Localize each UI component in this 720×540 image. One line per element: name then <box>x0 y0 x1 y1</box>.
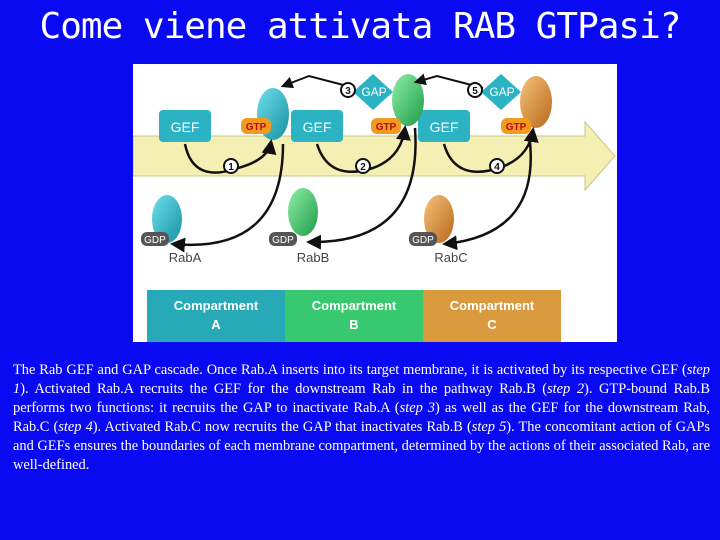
caption-text-3: ). GTP-bound Rab.B performs two function… <box>13 381 710 416</box>
compartment-b-label1: Compartment <box>312 298 397 313</box>
compartment-c-label2: C <box>487 317 497 332</box>
rab-c-inactive <box>424 195 454 243</box>
gtp-a-label: GTP <box>246 122 267 133</box>
step-5-number: 5 <box>472 86 478 97</box>
caption-text-6: ). The concomitant action of GAPs and GE… <box>13 419 710 473</box>
recruit-gef-b <box>170 143 285 253</box>
slide-title: Come viene attivata RAB GTPasi? <box>39 6 682 47</box>
gtp-b-label: GTP <box>376 122 397 133</box>
step-4-number: 4 <box>494 162 500 173</box>
gtp-b-badge <box>371 118 401 134</box>
caption-step-4: step 4 <box>58 419 93 435</box>
compartment-c <box>423 290 561 342</box>
caption-text-2: ). Activated Rab.A recruits the GEF for … <box>20 381 548 397</box>
gap-1-diamond <box>353 74 393 110</box>
step-1-marker: 1 <box>223 158 239 174</box>
caption-step-5: step 5 <box>471 419 507 435</box>
gef-c-label: GEF <box>430 119 459 135</box>
gtp-c-label: GTP <box>506 122 527 133</box>
step-5-marker: 5 <box>467 82 483 98</box>
step-3-number: 3 <box>345 86 351 97</box>
caption-text-5: ). Activated Rab.C now recruits the GAP … <box>92 419 472 435</box>
step-2-number: 2 <box>360 162 366 173</box>
compartment-a-label1: Compartment <box>174 298 259 313</box>
gdp-c-badge <box>409 232 437 246</box>
gdp-a-label: GDP <box>144 235 166 246</box>
step-2-marker: 2 <box>355 158 371 174</box>
rab-a-inactive <box>152 195 182 243</box>
figure-caption: The Rab GEF and GAP cascade. Once Rab.A … <box>13 361 710 475</box>
compartment-b <box>285 290 423 342</box>
gap-2-label: GAP <box>489 85 514 99</box>
rab-b-active <box>392 74 424 126</box>
rab-a-name: RabA <box>169 250 202 265</box>
gef-c-box <box>418 110 470 142</box>
step-3-arrow <box>280 74 356 89</box>
caption-step-3: step 3 <box>399 400 435 416</box>
gdp-a-badge <box>141 232 169 246</box>
gdp-b-label: GDP <box>272 235 294 246</box>
cascade-diagram: Compartment A Compartment B Compartment … <box>133 73 616 342</box>
step-4-marker: 4 <box>489 158 505 174</box>
gdp-b-badge <box>269 232 297 246</box>
gef-a-label: GEF <box>171 119 200 135</box>
compartment-a-label2: A <box>211 317 221 332</box>
caption-text-1: The Rab GEF and GAP cascade. Once Rab.A … <box>13 362 687 378</box>
rab-c-name: RabC <box>434 250 467 265</box>
step-2-arrow <box>315 125 411 173</box>
compartment-b-label2: B <box>349 317 358 332</box>
rab-c-active <box>520 76 552 128</box>
step-5-arrow <box>413 73 484 89</box>
recruit-gap-c <box>442 133 532 251</box>
rab-cascade-figure: Compartment A Compartment B Compartment … <box>133 64 617 342</box>
recruit-gef-c <box>306 127 417 250</box>
step-3-marker: 3 <box>340 82 356 98</box>
caption-step-2: step 2 <box>547 381 585 397</box>
gdp-c-label: GDP <box>412 235 434 246</box>
caption-step-1: step 1 <box>13 362 710 397</box>
step-1-number: 1 <box>228 162 234 173</box>
gef-a-box <box>159 110 211 142</box>
gtp-a-badge <box>241 118 271 134</box>
caption-text-4: ) as well as the GEF for the downstream … <box>13 400 710 435</box>
compartments-bar: Compartment A Compartment B Compartment … <box>147 290 561 342</box>
gef-b-box <box>291 110 343 142</box>
compartment-c-label1: Compartment <box>450 298 535 313</box>
compartment-a <box>147 290 285 342</box>
rab-b-inactive <box>288 188 318 236</box>
gap-1-label: GAP <box>361 85 386 99</box>
gef-b-label: GEF <box>303 119 332 135</box>
rab-b-name: RabB <box>297 250 330 265</box>
gap-2-diamond <box>481 74 521 110</box>
gtp-c-badge <box>501 118 531 134</box>
